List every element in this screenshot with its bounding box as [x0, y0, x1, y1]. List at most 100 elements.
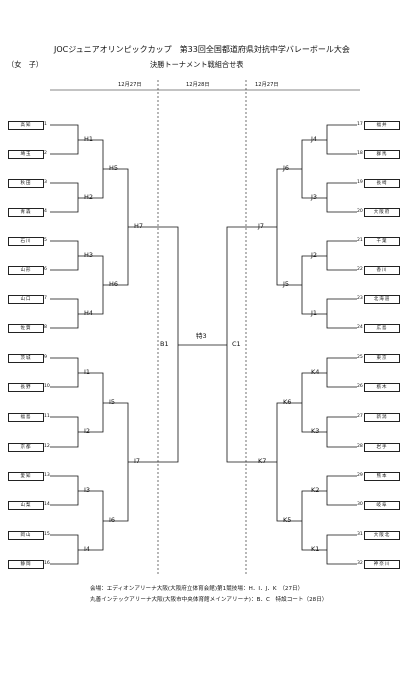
match-label: K1: [311, 545, 320, 553]
seed-number: 4: [44, 209, 47, 214]
seed-number: 18: [357, 151, 363, 156]
team-box-left: 青森: [8, 208, 44, 217]
team-box-right: 熊本: [364, 472, 400, 481]
match-label: H4: [84, 309, 94, 317]
team-box-right: 東京: [364, 354, 400, 363]
match-label: K3: [311, 427, 320, 435]
team-box-right: 福井: [364, 121, 400, 130]
team-box-left: 福島: [8, 413, 44, 422]
team-box-left: 山口: [8, 295, 44, 304]
team-box-right: 大阪北: [364, 531, 400, 540]
match-label-semi-right: C1: [232, 340, 241, 348]
seed-number: 22: [357, 267, 363, 272]
match-label: K7: [258, 457, 267, 465]
team-box-left: 山形: [8, 266, 44, 275]
seed-number: 16: [44, 561, 50, 566]
match-label: H3: [84, 251, 94, 259]
team-box-right: 広島: [364, 324, 400, 333]
match-label: K5: [283, 516, 292, 524]
team-box-right: 長崎: [364, 179, 400, 188]
match-label: J4: [311, 135, 318, 143]
match-label: J6: [283, 164, 290, 172]
seed-number: 17: [357, 122, 363, 127]
team-box-right: 大阪府: [364, 208, 400, 217]
match-label: I1: [84, 368, 91, 376]
page-subtitle: 決勝トーナメント戦組合せ表: [150, 60, 244, 69]
seed-number: 27: [357, 414, 363, 419]
date-center: 12月28日: [186, 82, 210, 88]
team-box-right: 千葉: [364, 237, 400, 246]
team-box-left: 長野: [8, 383, 44, 392]
seed-number: 5: [44, 238, 47, 243]
team-box-right: 岩手: [364, 443, 400, 452]
seed-number: 14: [44, 502, 50, 507]
date-right: 12月27日: [255, 82, 279, 88]
match-label: I5: [109, 398, 116, 406]
venue-line-1: 会場：エディオンアリーナ大阪(大阪府立体育会館)第1競技場：H．I．J．K （2…: [90, 586, 304, 592]
team-box-left: 埼玉: [8, 150, 44, 159]
match-label-semi-left: B1: [160, 340, 169, 348]
seed-number: 3: [44, 180, 47, 185]
match-label: J5: [283, 280, 290, 288]
match-label: I2: [84, 427, 91, 435]
team-box-right: 神奈川: [364, 560, 400, 569]
match-label: H5: [109, 164, 119, 172]
team-box-left: 茨城: [8, 354, 44, 363]
seed-number: 8: [44, 325, 47, 330]
date-left: 12月27日: [118, 82, 142, 88]
match-label: K6: [283, 398, 292, 406]
match-label: I4: [84, 545, 91, 553]
team-box-left: 佐賀: [8, 324, 44, 333]
seed-number: 25: [357, 355, 363, 360]
team-box-right: 群馬: [364, 150, 400, 159]
match-label: K4: [311, 368, 320, 376]
match-label: H2: [84, 193, 94, 201]
seed-number: 19: [357, 180, 363, 185]
division-label: （女 子）: [7, 60, 43, 69]
match-label: H7: [134, 222, 144, 230]
venue-line-2: 丸善インテックアリーナ大阪(大阪市中央体育館メインアリーナ)：B．C 特設コート…: [90, 597, 328, 603]
seed-number: 21: [357, 238, 363, 243]
seed-number: 31: [357, 532, 363, 537]
seed-number: 24: [357, 325, 363, 330]
match-label: J1: [311, 309, 318, 317]
page-title: JOCジュニアオリンピックカップ 第33回全国都道府県対抗中学バレーボール大会: [54, 45, 350, 54]
seed-number: 9: [44, 355, 47, 360]
seed-number: 2: [44, 151, 47, 156]
seed-number: 15: [44, 532, 50, 537]
match-label: H6: [109, 280, 119, 288]
team-box-right: 北海道: [364, 295, 400, 304]
team-box-left: 高知: [8, 121, 44, 130]
seed-number: 10: [44, 384, 50, 389]
team-box-right: 香川: [364, 266, 400, 275]
match-label: J2: [311, 251, 318, 259]
match-label: H1: [84, 135, 94, 143]
team-box-left: 秋田: [8, 179, 44, 188]
match-label: K2: [311, 486, 320, 494]
seed-number: 23: [357, 296, 363, 301]
match-label: J3: [311, 193, 318, 201]
team-box-left: 山梨: [8, 501, 44, 510]
team-box-right: 栃木: [364, 383, 400, 392]
team-box-left: 静岡: [8, 560, 44, 569]
team-box-left: 岡山: [8, 531, 44, 540]
match-label-final: 特3: [196, 332, 207, 340]
match-label: J7: [258, 222, 265, 230]
seed-number: 1: [44, 122, 47, 127]
seed-number: 7: [44, 296, 47, 301]
team-box-left: 京都: [8, 443, 44, 452]
seed-number: 32: [357, 561, 363, 566]
seed-number: 30: [357, 502, 363, 507]
seed-number: 28: [357, 444, 363, 449]
team-box-left: 石川: [8, 237, 44, 246]
seed-number: 11: [44, 414, 50, 419]
seed-number: 6: [44, 267, 47, 272]
match-label: I6: [109, 516, 116, 524]
team-box-left: 愛知: [8, 472, 44, 481]
seed-number: 13: [44, 473, 50, 478]
match-label: I7: [134, 457, 141, 465]
team-box-right: 新潟: [364, 413, 400, 422]
match-label: I3: [84, 486, 91, 494]
team-box-right: 岐阜: [364, 501, 400, 510]
